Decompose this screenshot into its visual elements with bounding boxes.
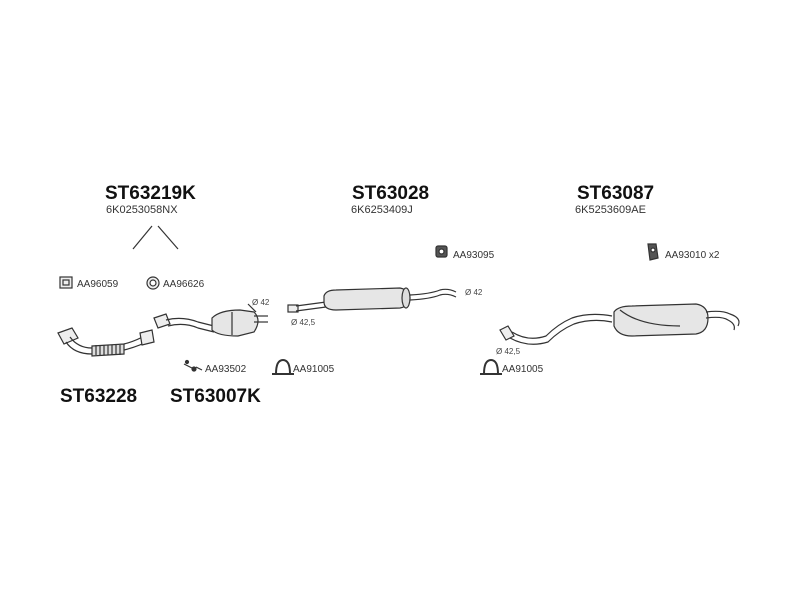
- front-assembly-oem-number: 6K0253058NX: [106, 204, 178, 216]
- cat-outlet-diameter: Ø 42: [252, 298, 270, 307]
- front-pipe-part-number: ST63228: [60, 386, 138, 407]
- front-pipe-drawing: [57, 327, 155, 357]
- front-assembly-part-number: ST63219K: [105, 183, 196, 204]
- catalytic-converter-part-number: ST63007K: [170, 386, 261, 407]
- clamp-rear-icon: [480, 358, 502, 375]
- mount-rear-icon: [647, 243, 659, 261]
- middle-inlet-diameter: Ø 42,5: [291, 318, 316, 327]
- rear-silencer-oem-number: 6K5253609AE: [575, 204, 646, 216]
- square-gasket-icon: [59, 276, 73, 289]
- rear-silencer-drawing: [499, 303, 740, 345]
- bolt-kit-icon: [183, 359, 203, 372]
- mount-rear-label: AA93010 x2: [665, 250, 720, 261]
- ring-gasket-label: AA96626: [163, 279, 205, 290]
- clamp-front-icon: [272, 358, 294, 375]
- catalytic-converter-drawing: [153, 303, 268, 337]
- middle-outlet-diameter: Ø 42: [465, 288, 483, 297]
- clamp-front-label: AA91005: [293, 364, 335, 375]
- middle-silencer-part-number: ST63028: [352, 183, 430, 204]
- mount-middle-label: AA93095: [453, 250, 495, 261]
- middle-silencer-oem-number: 6K6253409J: [351, 204, 413, 216]
- mount-middle-icon: [435, 245, 448, 258]
- gasket-square-label: AA96059: [77, 279, 119, 290]
- clamp-rear-label: AA91005: [502, 364, 544, 375]
- assembly-bracket-lines: [132, 225, 179, 250]
- rear-inlet-diameter: Ø 42,5: [496, 347, 521, 356]
- bolt-kit-label: AA93502: [205, 364, 247, 375]
- ring-gasket-icon: [146, 276, 160, 290]
- middle-silencer-drawing: [287, 287, 457, 313]
- rear-silencer-part-number: ST63087: [577, 183, 655, 204]
